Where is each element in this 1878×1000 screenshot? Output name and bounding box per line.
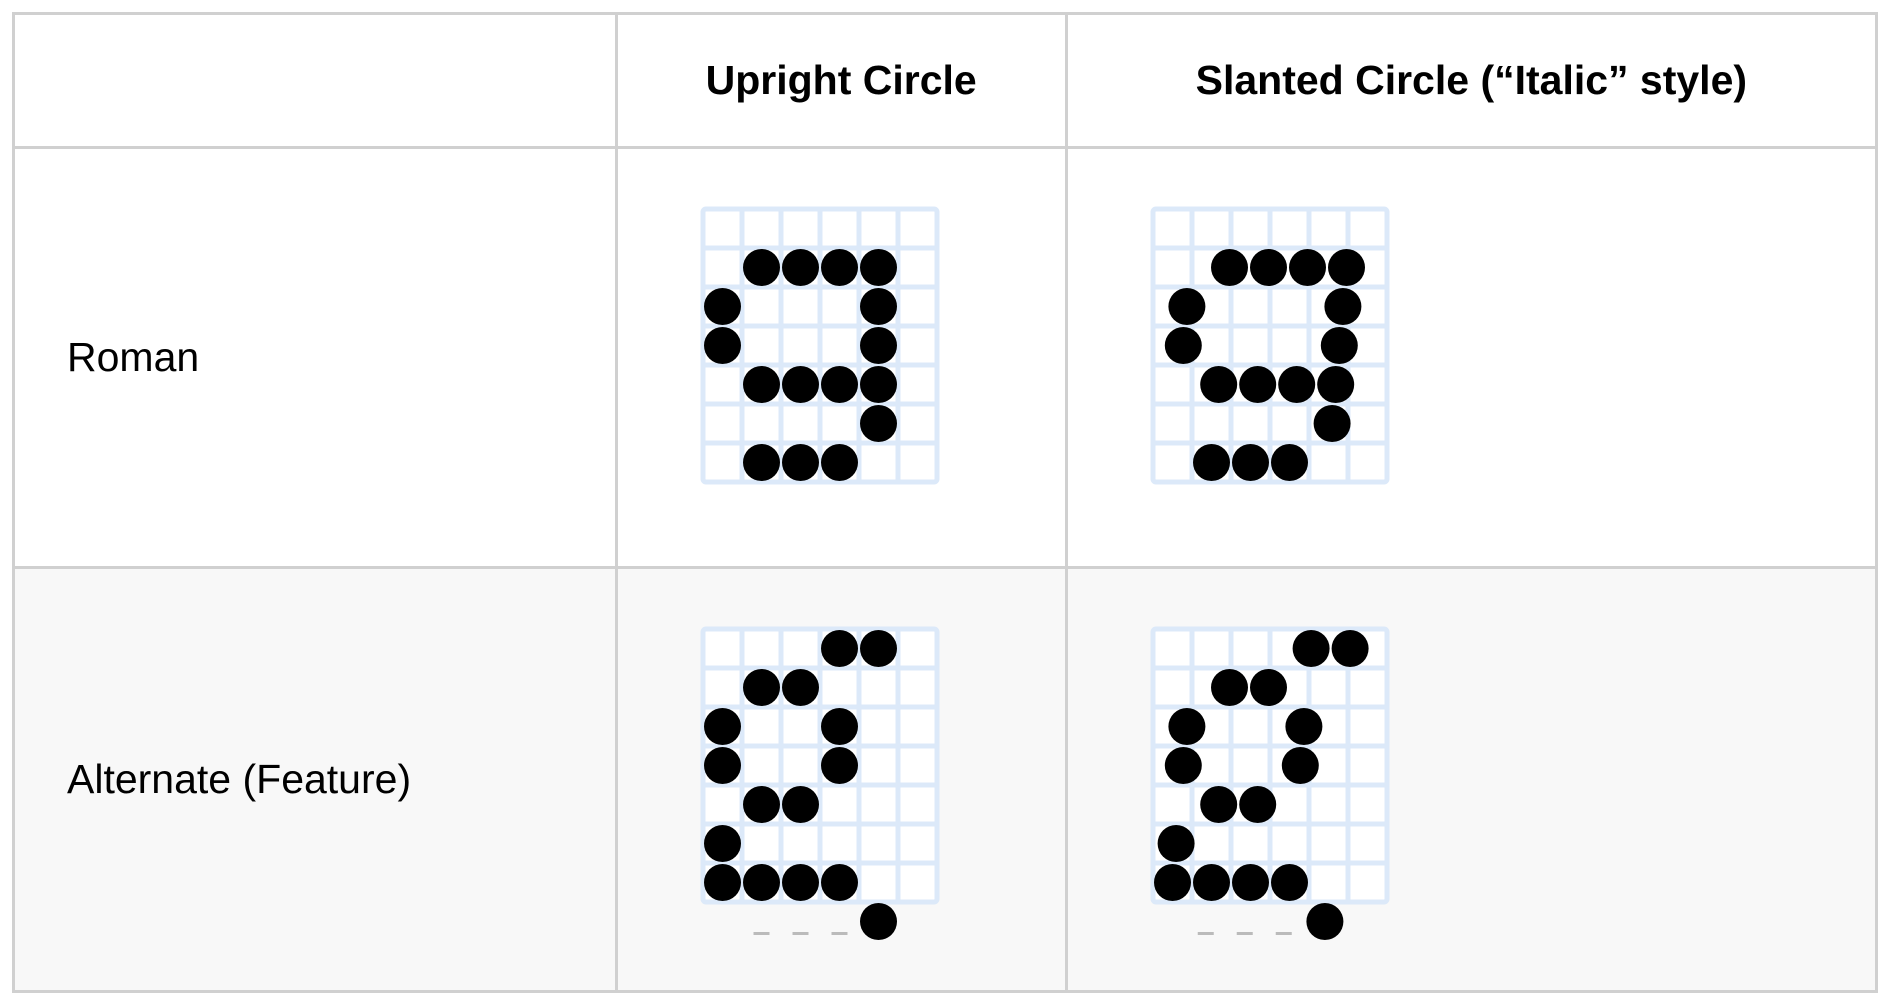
glyph-dot [1210, 669, 1248, 706]
corner-header [12, 12, 618, 149]
roman-upright-glyph [614, 146, 1068, 569]
glyph-dot [1285, 708, 1323, 745]
glyph-dot [781, 864, 819, 901]
glyph-dot [1249, 249, 1287, 286]
alternate-upright-glyph [614, 566, 1068, 993]
descender-dash [1197, 932, 1214, 935]
glyph-dot [781, 669, 819, 706]
alternate-slanted-glyph [1064, 566, 1878, 993]
glyph-dot [859, 903, 897, 940]
glyph-dot [703, 747, 741, 784]
glyph-dot [1210, 249, 1248, 286]
descender-dash [792, 932, 809, 935]
glyph-dot [1324, 288, 1362, 325]
dot-matrix-glyph [1150, 206, 1390, 485]
glyph-dot [1292, 630, 1330, 667]
header-row: Upright Circle Slanted Circle (“Italic” … [12, 12, 1878, 149]
descender-dash [1275, 932, 1292, 935]
dot-matrix-glyph [1150, 626, 1390, 940]
glyph-dot [859, 405, 897, 442]
glyph-dot [1238, 786, 1276, 823]
glyph-dot [1320, 327, 1358, 364]
glyph-dot [703, 288, 741, 325]
upright-circle-header: Upright Circle [614, 12, 1068, 149]
glyph-dot [703, 825, 741, 862]
descender-dash [831, 932, 848, 935]
glyph-dot [1306, 903, 1344, 940]
descender-dash [1236, 932, 1253, 935]
row-label: Alternate (Feature) [12, 566, 618, 993]
glyph-dot [820, 630, 858, 667]
glyph-dot [1192, 864, 1230, 901]
glyph-dot [1249, 669, 1287, 706]
glyph-dot [820, 366, 858, 403]
glyph-dot [1168, 708, 1206, 745]
glyph-dot [859, 630, 897, 667]
slanted-circle-header: Slanted Circle (“Italic” style) [1064, 12, 1878, 149]
glyph-dot [742, 669, 780, 706]
glyph-dot [742, 864, 780, 901]
glyph-dot [742, 366, 780, 403]
glyph-dot [742, 786, 780, 823]
glyph-dot [820, 708, 858, 745]
roman-slanted-glyph [1064, 146, 1878, 569]
glyph-dot [1231, 864, 1269, 901]
glyph-dot [859, 366, 897, 403]
glyph-dot [781, 444, 819, 481]
glyph-dot [703, 708, 741, 745]
glyph-dot [1199, 786, 1237, 823]
glyph-dot [1288, 249, 1326, 286]
glyph-dot [820, 747, 858, 784]
glyph-dot [1168, 288, 1206, 325]
glyph-dot [820, 444, 858, 481]
glyph-dot [1270, 444, 1308, 481]
glyph-dot [742, 249, 780, 286]
glyph-dot [859, 249, 897, 286]
glyph-dot [859, 288, 897, 325]
table-row-roman: Roman [12, 146, 1878, 569]
descender-dash [753, 932, 770, 935]
table-row-alternate: Alternate (Feature) [12, 566, 1878, 993]
glyph-dot [859, 327, 897, 364]
glyph-dot [820, 249, 858, 286]
glyph-dot [1199, 366, 1237, 403]
glyph-dot [1313, 405, 1351, 442]
glyph-dot [1238, 366, 1276, 403]
glyph-dot [820, 864, 858, 901]
glyph-dot [1231, 444, 1269, 481]
glyph-dot [703, 327, 741, 364]
glyph-dot [781, 249, 819, 286]
dot-matrix-glyph [700, 626, 940, 940]
glyph-dot [1327, 249, 1365, 286]
glyph-dot [1277, 366, 1315, 403]
glyph-dot [1281, 747, 1319, 784]
glyph-dot [703, 864, 741, 901]
glyph-dot [1164, 747, 1202, 784]
glyph-dot [1316, 366, 1354, 403]
glyph-dot [781, 366, 819, 403]
glyph-dot [1157, 825, 1195, 862]
glyph-dot [1270, 864, 1308, 901]
glyph-dot [1164, 327, 1202, 364]
glyph-dot [1153, 864, 1191, 901]
glyph-dot [742, 444, 780, 481]
dot-matrix-glyph [700, 206, 940, 485]
glyph-dot [1192, 444, 1230, 481]
glyph-dot [781, 786, 819, 823]
glyph-comparison-table: Upright Circle Slanted Circle (“Italic” … [12, 12, 1878, 993]
glyph-dot [1331, 630, 1369, 667]
row-label: Roman [12, 146, 618, 569]
